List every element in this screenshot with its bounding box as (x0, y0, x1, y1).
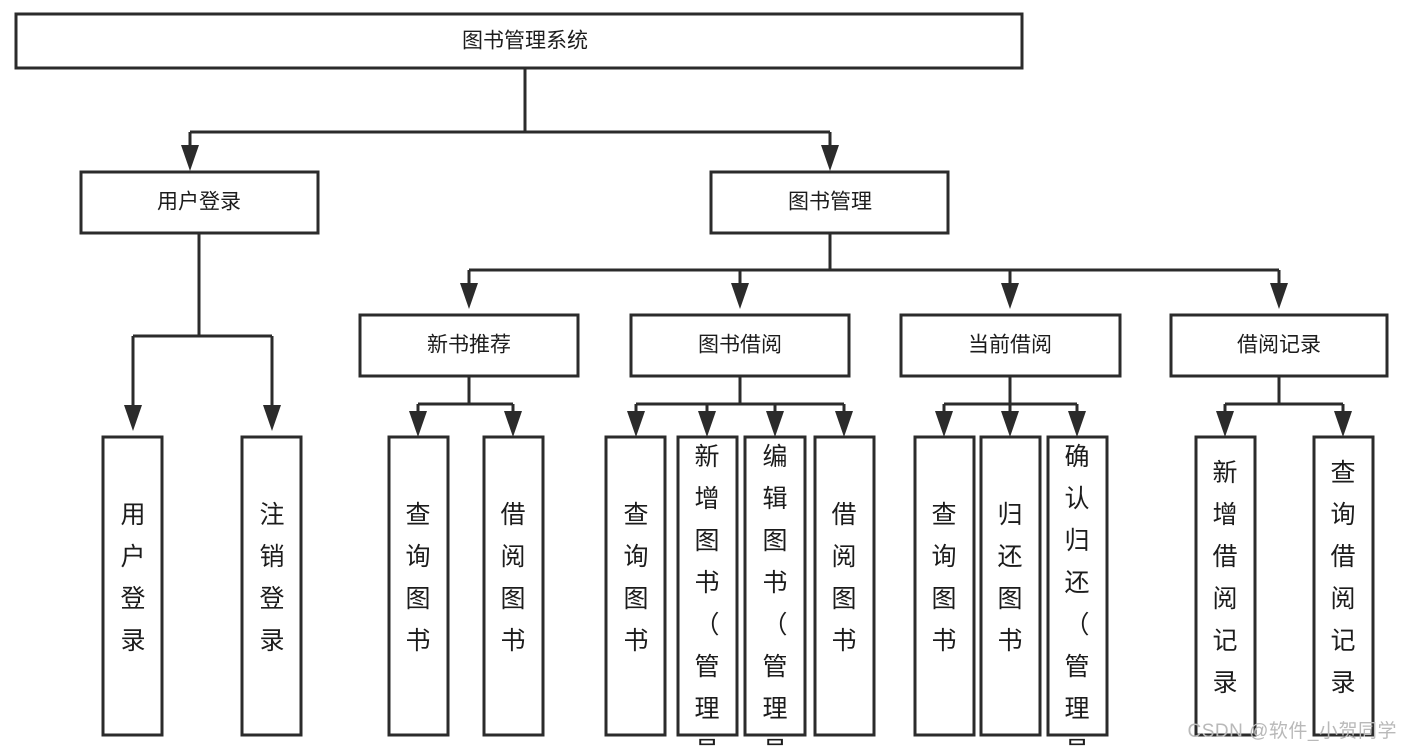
arrow-icon (504, 411, 522, 437)
arrow-icon (1270, 283, 1288, 309)
node-leaf-add-record-label: 新增借阅记录 (1212, 459, 1237, 697)
node-leaf-query-book-2[interactable]: 查询图书 (604, 435, 667, 737)
connector-userlogin-to-leaves (124, 233, 281, 431)
connector-root-to-level2 (181, 68, 839, 171)
arrow-icon (409, 411, 427, 437)
node-leaf-query-book-2-label: 查询图书 (623, 501, 648, 655)
node-leaf-logout-login-label: 注销登录 (259, 501, 284, 655)
node-user-login[interactable]: 用户登录 (79, 170, 320, 235)
node-user-login-label: 用户登录 (157, 191, 241, 214)
node-book-management[interactable]: 图书管理 (709, 170, 950, 235)
arrow-icon (124, 405, 142, 431)
arrow-icon (1001, 283, 1019, 309)
arrow-icon (766, 411, 784, 437)
node-leaf-logout-login[interactable]: 注销登录 (240, 435, 303, 737)
arrow-icon (835, 411, 853, 437)
node-leaf-borrow-book-2-label: 借阅图书 (831, 501, 856, 655)
connector-newbook-to-leaves (409, 376, 522, 437)
arrow-icon (181, 145, 199, 171)
node-leaf-edit-book[interactable]: 编辑图书（管理员） (743, 435, 807, 747)
arrow-icon (1216, 411, 1234, 437)
node-leaf-return-book-label: 归还图书 (997, 501, 1022, 655)
node-leaf-user-login-label: 用户登录 (120, 501, 145, 655)
arrow-icon (1001, 411, 1019, 437)
node-current-borrow[interactable]: 当前借阅 (899, 313, 1122, 378)
node-book-management-label: 图书管理 (788, 191, 872, 214)
node-leaf-query-record[interactable]: 查询借阅记录 (1312, 435, 1375, 737)
node-root-label: 图书管理系统 (462, 30, 588, 53)
node-new-book-recommend-label: 新书推荐 (427, 334, 511, 357)
connector-currentborrow-to-leaves (935, 376, 1086, 437)
node-leaf-user-login[interactable]: 用户登录 (101, 435, 164, 737)
node-leaf-borrow-book-1-label: 借阅图书 (500, 501, 525, 655)
node-new-book-recommend[interactable]: 新书推荐 (358, 313, 580, 378)
node-leaf-borrow-book-2[interactable]: 借阅图书 (813, 435, 876, 737)
node-leaf-query-record-label: 查询借阅记录 (1330, 459, 1355, 697)
node-borrow-record[interactable]: 借阅记录 (1169, 313, 1389, 378)
connector-bookborrow-to-leaves (627, 376, 853, 437)
node-leaf-query-book-3[interactable]: 查询图书 (913, 435, 976, 737)
node-leaf-query-book-3-label: 查询图书 (931, 501, 956, 655)
arrow-icon (731, 283, 749, 309)
node-borrow-record-label: 借阅记录 (1237, 334, 1321, 357)
node-leaf-add-book-label: 新增图书（管理员） (694, 443, 719, 747)
arrow-icon (821, 145, 839, 171)
node-leaf-confirm-return[interactable]: 确认归还（管理员） (1046, 435, 1109, 747)
node-leaf-query-book-1[interactable]: 查询图书 (387, 435, 450, 737)
arrow-icon (935, 411, 953, 437)
node-book-borrow-label: 图书借阅 (698, 334, 782, 357)
node-leaf-confirm-return-label: 确认归还（管理员） (1064, 443, 1089, 747)
node-book-borrow[interactable]: 图书借阅 (629, 313, 851, 378)
connector-bookmgmt-to-level3 (460, 233, 1288, 309)
arrow-icon (698, 411, 716, 437)
node-leaf-query-book-1-label: 查询图书 (405, 501, 430, 655)
node-current-borrow-label: 当前借阅 (968, 334, 1052, 357)
arrow-icon (1068, 411, 1086, 437)
node-leaf-borrow-book-1[interactable]: 借阅图书 (482, 435, 545, 737)
node-root[interactable]: 图书管理系统 (14, 12, 1024, 70)
node-leaf-add-book[interactable]: 新增图书（管理员） (676, 435, 739, 747)
node-leaf-add-record[interactable]: 新增借阅记录 (1194, 435, 1257, 737)
arrow-icon (460, 283, 478, 309)
arrow-icon (1334, 411, 1352, 437)
arrow-icon (263, 405, 281, 431)
connector-borrowrecord-to-leaves (1216, 376, 1352, 437)
arrow-icon (627, 411, 645, 437)
node-leaf-return-book[interactable]: 归还图书 (979, 435, 1042, 737)
node-leaf-edit-book-label: 编辑图书（管理员） (762, 443, 787, 747)
